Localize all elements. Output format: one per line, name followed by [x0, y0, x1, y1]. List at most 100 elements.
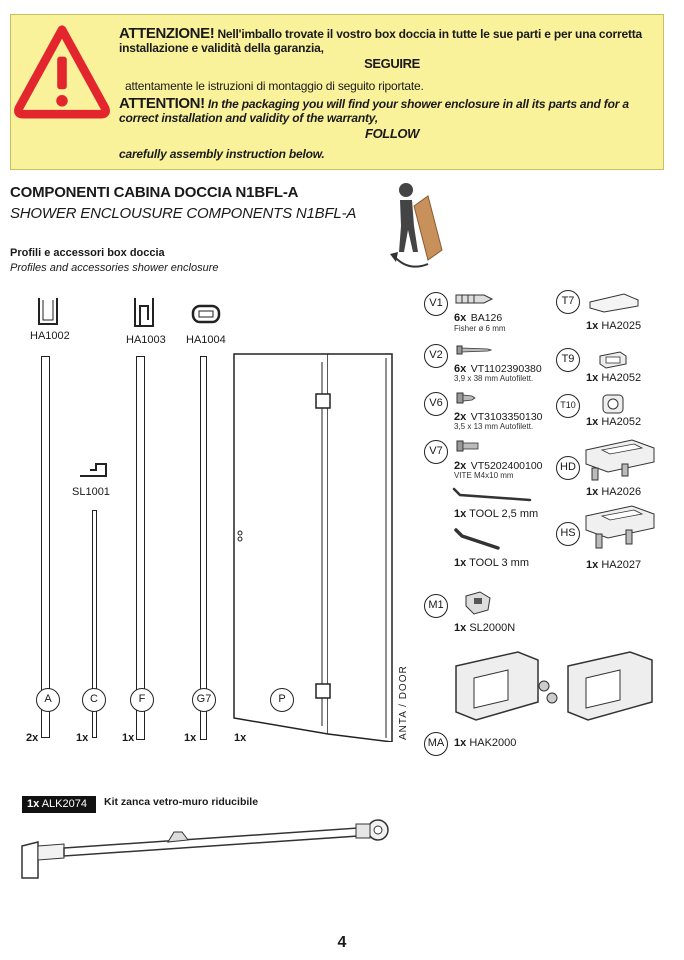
ha1004-section-icon: [191, 304, 221, 324]
kit-qty: 1x: [27, 798, 40, 810]
ma-qty: 1x: [454, 737, 467, 749]
ha1002-section-icon: [38, 298, 58, 325]
tool-3-name: TOOL 3 mm: [469, 557, 530, 569]
v2-note: 3,9 x 38 mm Autofilett.: [454, 374, 534, 383]
marker-ma: MA: [424, 732, 448, 756]
t9-line: 1x HA2052: [586, 372, 641, 384]
warning-box: ATTENZIONE! Nell'imballo trovate il vost…: [10, 14, 664, 170]
hak2000-brackets-icon: [455, 651, 653, 721]
door-label: ANTA / DOOR: [398, 665, 409, 740]
marker-hs: HS: [556, 522, 580, 546]
hs-qty: 1x: [586, 559, 599, 571]
page-number: 4: [337, 934, 347, 951]
m1-code: SL2000N: [469, 622, 516, 634]
marker-m1: M1: [424, 594, 448, 618]
profile-sl1001: [92, 510, 97, 738]
subtitle-en: Profiles and accessories shower enclosur…: [10, 262, 219, 274]
t7-cap-icon: [589, 293, 639, 313]
qty-g7: 1x: [184, 732, 197, 744]
t10-qty: 1x: [586, 416, 599, 428]
v7-note: VITE M4x10 mm: [454, 471, 514, 480]
allen-key-3-icon: [454, 528, 500, 550]
tool-3-line: 1x TOOL 3 mm: [454, 557, 529, 569]
tool-3-qty: 1x: [454, 557, 467, 569]
door-glass-panel: [233, 353, 393, 742]
tool-2-5-qty: 1x: [454, 508, 467, 520]
subtitle-it: Profili e accessori box doccia: [10, 247, 165, 259]
label-ha1002: HA1002: [30, 330, 70, 342]
v7-qty: 2x: [454, 460, 467, 472]
qty-a: 2x: [26, 732, 39, 744]
warning-en-text: In the packaging you will find your show…: [119, 97, 629, 125]
marker-f: F: [130, 688, 154, 712]
label-ha1003: HA1003: [126, 334, 166, 346]
marker-t7: T7: [556, 290, 580, 314]
ha1003-section-icon: [134, 298, 154, 327]
title-it: COMPONENTI CABINA DOCCIA N1BFL-A: [10, 184, 299, 201]
v1-code: BA126: [470, 312, 503, 324]
t7-line: 1x HA2025: [586, 320, 641, 332]
warning-it-end: attentamente le istruzioni di montaggio …: [125, 79, 424, 93]
marker-c: C: [82, 688, 106, 712]
t10-cap-icon: [602, 394, 624, 414]
marker-g7: G7: [192, 688, 216, 712]
t10-code: HA2052: [601, 416, 642, 428]
v2-qty: 6x: [454, 363, 467, 375]
marker-hd: HD: [556, 456, 580, 480]
v1-qty: 6x: [454, 312, 467, 324]
hd-qty: 1x: [586, 486, 599, 498]
person-carrying-glass-icon: [390, 183, 443, 268]
profile-ha1003: [136, 356, 145, 740]
marker-v1: V1: [424, 292, 448, 316]
screw-short-icon: [456, 392, 476, 404]
t9-code: HA2052: [601, 372, 642, 384]
warning-it-follow: SEGUIRE: [364, 56, 420, 71]
marker-v2: V2: [424, 344, 448, 368]
ma-code: HAK2000: [469, 737, 517, 749]
kit-badge: 1x ALK2074: [22, 796, 96, 813]
marker-p: P: [270, 688, 294, 712]
sl1001-section-icon: [80, 463, 107, 477]
hs-line: 1x HA2027: [586, 559, 641, 571]
magnetic-stop-icon: [465, 591, 491, 615]
kit-code: ALK2074: [41, 798, 87, 810]
v6-qty: 2x: [454, 411, 467, 423]
warning-en-title: ATTENTION!: [119, 95, 205, 112]
warning-it-title: ATTENZIONE!: [119, 25, 215, 42]
v6-code: VT3103350130: [470, 411, 543, 423]
v7-code: VT5202400100: [470, 460, 543, 472]
qty-p: 1x: [234, 732, 247, 744]
label-ha1004: HA1004: [186, 334, 226, 346]
label-sl1001: SL1001: [72, 486, 110, 498]
profile-ha1002: [41, 356, 50, 738]
warning-triangle-icon: [14, 25, 110, 119]
kit-description: Kit zanca vetro-muro riducibile: [104, 796, 259, 808]
hd-line: 1x HA2026: [586, 486, 641, 498]
t9-qty: 1x: [586, 372, 599, 384]
t9-cap-icon: [599, 351, 627, 369]
wall-plug-icon: [455, 294, 494, 304]
v6-note: 3,5 x 13 mm Autofilett.: [454, 422, 534, 431]
v7-line: 2x VT5202400100: [454, 456, 543, 474]
warning-en-line1: ATTENTION! In the packaging you will fin…: [119, 95, 665, 125]
v2-line: 6x VT1102390380: [454, 359, 542, 377]
v2-code: VT1102390380: [470, 363, 542, 375]
profile-ha1004: [200, 356, 207, 740]
m1-qty: 1x: [454, 622, 467, 634]
warning-it-text: Nell'imballo trovate il vostro box docci…: [119, 27, 643, 55]
tool-2-5-name: TOOL 2,5 mm: [469, 508, 539, 520]
warning-en-follow: FOLLOW: [365, 126, 419, 141]
v6-line: 2x VT3103350130: [454, 407, 543, 425]
hd-hinge-block-icon: [585, 439, 655, 481]
v1-note: Fisher ø 6 mm: [454, 324, 506, 333]
marker-a: A: [36, 688, 60, 712]
machine-screw-icon: [456, 440, 479, 452]
screw-long-icon: [456, 345, 492, 355]
warning-en-end: carefully assembly instruction below.: [119, 147, 325, 161]
hd-code: HA2026: [601, 486, 642, 498]
qty-f: 1x: [122, 732, 135, 744]
tool-2-5-line: 1x TOOL 2,5 mm: [454, 508, 538, 520]
hs-hinge-block-icon: [585, 505, 655, 549]
marker-t9: T9: [556, 348, 580, 372]
marker-v7: V7: [424, 440, 448, 464]
